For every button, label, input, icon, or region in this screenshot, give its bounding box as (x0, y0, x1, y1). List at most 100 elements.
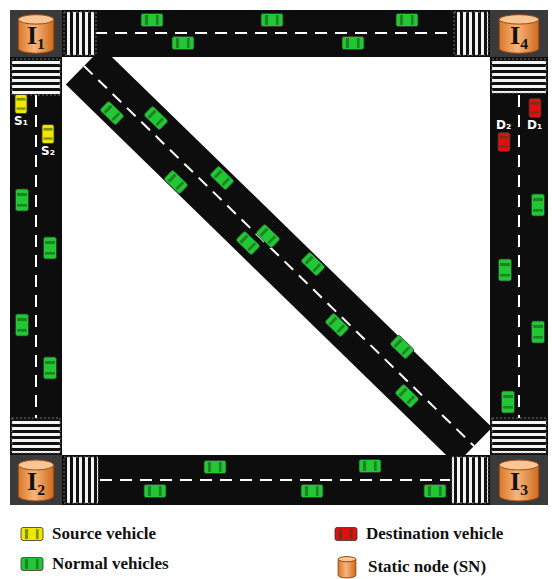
crosswalk-edge (64, 457, 98, 503)
crosswalk (452, 457, 488, 503)
vehicle (100, 101, 125, 126)
static-node: I₄ (490, 10, 548, 57)
lane-marking (518, 95, 520, 418)
vehicle-icon (497, 132, 511, 152)
vehicle-node: S₂ (41, 124, 55, 158)
intersection (490, 455, 548, 505)
vehicle (21, 558, 43, 571)
vehicle (44, 357, 57, 379)
intersection (10, 455, 62, 505)
vehicle (301, 485, 323, 498)
vehicle (204, 461, 226, 474)
legend-text: Source vehicle (52, 524, 156, 544)
vehicle-icon (41, 124, 55, 144)
vehicle (532, 321, 545, 343)
crosswalk (64, 12, 96, 55)
crosswalk-edge (64, 12, 96, 55)
diagonal-road (84, 66, 474, 446)
vehicle (529, 99, 541, 118)
vehicle (21, 528, 43, 541)
vehicle (502, 391, 515, 413)
vehicle-node: D₁ (527, 98, 542, 132)
roads (10, 10, 548, 505)
vehicle (16, 314, 29, 336)
legend-text: Normal vehicles (52, 554, 169, 574)
intersection (490, 10, 548, 57)
vehicle (261, 14, 283, 27)
vehicle (424, 485, 446, 498)
legend: Source vehicle Destination vehicleNormal … (0, 518, 552, 579)
vehicle (141, 14, 163, 27)
static-node-icon (334, 554, 360, 579)
node-label: I₄ (510, 23, 528, 49)
vehicle-icon (528, 98, 542, 118)
legend-swatch (334, 525, 358, 543)
legend-item: Destination vehicle (334, 524, 503, 544)
vehicle (144, 106, 169, 131)
legend-text: Destination vehicle (366, 524, 503, 544)
vehicle-label: D₂ (496, 119, 511, 131)
vehicle-label: S₂ (41, 145, 55, 157)
legend-item: Source vehicle (20, 524, 156, 544)
vehicle (144, 485, 166, 498)
road (62, 455, 490, 505)
static-node: I₃ (490, 455, 548, 505)
vehicle (256, 224, 281, 249)
vehicle (164, 170, 189, 195)
vehicle (44, 237, 57, 259)
vehicle-label: S₁ (14, 115, 28, 127)
normal-vehicles (16, 14, 545, 498)
lane-marking (100, 479, 450, 481)
vehicle (395, 384, 420, 409)
vehicle (396, 14, 418, 27)
crosswalk-edge (454, 12, 488, 55)
road (490, 57, 548, 455)
vehicle (172, 37, 194, 50)
static-node: I₂ (10, 455, 62, 505)
vehicle (532, 194, 545, 216)
legend-swatch (20, 525, 44, 543)
vehicle (335, 528, 357, 541)
intersection (10, 10, 62, 57)
node-label: I₂ (27, 469, 45, 495)
vehicle (210, 166, 235, 191)
vehicle (42, 125, 54, 144)
crosswalk-edge (452, 457, 488, 503)
legend-item: Normal vehicles (20, 554, 169, 574)
node-label: I₁ (27, 23, 45, 49)
crosswalk (12, 418, 60, 453)
road (10, 57, 62, 455)
vehicle (325, 313, 350, 338)
node-label: I₃ (510, 469, 528, 495)
lane-marking (95, 32, 452, 34)
legend-symbol (334, 554, 360, 579)
vehicle (498, 133, 510, 152)
crosswalk-edge (492, 59, 546, 93)
vehicle-node: S₁ (14, 94, 28, 128)
road (62, 10, 490, 57)
vehicle (499, 259, 512, 281)
crosswalk (492, 418, 546, 453)
legend-swatch (20, 555, 44, 573)
static-node: I₁ (10, 10, 62, 57)
vehicle (301, 252, 326, 277)
lane-marking (35, 95, 37, 418)
vehicle (359, 460, 381, 473)
vehicle-label: D₁ (527, 119, 542, 131)
vehicle (16, 189, 29, 211)
crosswalk (454, 12, 488, 55)
crosswalk (64, 457, 98, 503)
crosswalk-edge (12, 418, 60, 453)
lane-marking (84, 66, 474, 446)
vehicle (15, 95, 27, 114)
legend-text: Static node (SN) (368, 557, 486, 577)
vehicle (342, 37, 364, 50)
vehicle-icon (14, 94, 28, 114)
legend-item: Static node (SN) (334, 554, 486, 579)
crosswalk (492, 59, 546, 93)
vehicle (390, 335, 415, 360)
crosswalk-edge (492, 418, 546, 453)
vehicle-node: D₂ (496, 118, 511, 152)
crosswalk (12, 59, 60, 95)
